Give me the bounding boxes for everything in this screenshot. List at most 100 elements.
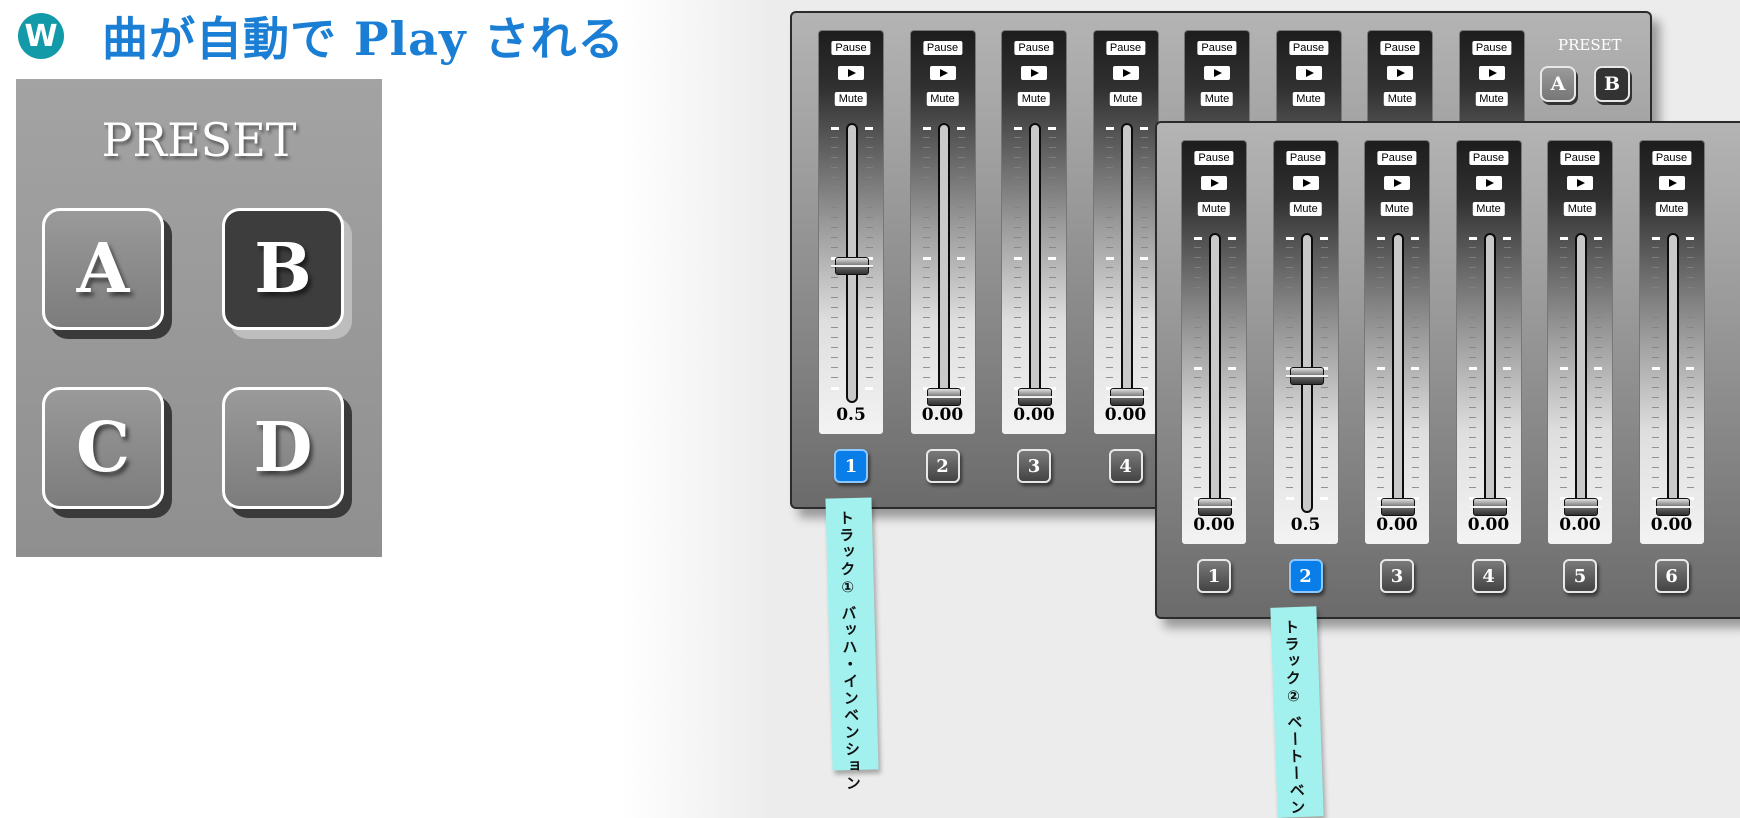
mute-button[interactable]: Mute [1563, 202, 1597, 216]
fader-scale [1468, 237, 1511, 507]
play-icon[interactable] [838, 66, 864, 80]
header: W 曲が自動で Play される [18, 8, 625, 66]
play-icon[interactable] [1478, 66, 1505, 80]
front-track-select-button-3[interactable]: 3 [1380, 559, 1414, 593]
mute-button[interactable]: Mute [834, 92, 868, 106]
fader-knob[interactable] [1468, 498, 1511, 516]
logo-icon: W [18, 13, 64, 59]
preset-b-button[interactable]: B [222, 208, 344, 330]
preset-panel: PRESET A B C D [16, 79, 382, 557]
play-icon[interactable] [1292, 176, 1319, 190]
back-track-select-button-4[interactable]: 4 [1108, 449, 1143, 483]
mute-button[interactable]: Mute [1292, 92, 1325, 106]
play-icon[interactable] [1204, 66, 1230, 80]
back-track-select-button-3[interactable]: 3 [1017, 449, 1051, 483]
mute-button[interactable]: Mute [1017, 92, 1051, 106]
front-track-select-button-5[interactable]: 5 [1563, 559, 1597, 593]
pause-button[interactable]: Pause [1285, 151, 1326, 165]
fader-value: 0.00 [1013, 405, 1055, 425]
preset-d-button[interactable]: D [222, 387, 344, 509]
fader-value: 0.00 [1650, 515, 1693, 535]
pause-button[interactable]: Pause [1288, 41, 1329, 55]
play-icon[interactable] [1475, 176, 1502, 190]
fader-knob[interactable] [1194, 498, 1236, 516]
play-icon[interactable] [1295, 66, 1322, 80]
back-track-select-button-1[interactable]: 1 [834, 449, 868, 483]
mute-button[interactable]: Mute [1475, 92, 1508, 106]
mute-button[interactable]: Mute [1289, 202, 1322, 216]
fader-track [1029, 123, 1041, 403]
fader-knob[interactable] [1651, 498, 1694, 516]
mute-button[interactable]: Mute [1383, 92, 1417, 106]
play-icon[interactable] [1567, 176, 1593, 190]
mute-button[interactable]: Mute [1380, 202, 1414, 216]
fader-scale [1377, 237, 1419, 507]
mute-button[interactable]: Mute [1655, 202, 1688, 216]
pause-button[interactable]: Pause [1105, 41, 1146, 55]
play-icon[interactable] [1201, 176, 1227, 190]
fader-knob[interactable] [1377, 498, 1419, 516]
play-icon[interactable] [1021, 66, 1047, 80]
fader-knob[interactable] [1285, 367, 1328, 385]
pause-button[interactable]: Pause [1377, 151, 1417, 165]
front-track-select-button-2[interactable]: 2 [1288, 559, 1323, 593]
mini-preset-a-button[interactable]: A [1540, 66, 1576, 102]
fader-track [937, 123, 950, 403]
fader-knob[interactable] [1014, 388, 1056, 406]
mute-button[interactable]: Mute [1109, 92, 1142, 106]
fader-knob[interactable] [831, 257, 873, 275]
page-title: 曲が自動で Play される [102, 12, 625, 66]
preset-a-button[interactable]: A [42, 208, 164, 330]
fader-scale [831, 127, 873, 397]
pause-button[interactable]: Pause [922, 41, 963, 55]
fader-scale [1651, 237, 1694, 507]
pause-button[interactable]: Pause [1651, 151, 1692, 165]
track-note-2-text: トラック② ベートーベン [1281, 618, 1307, 817]
play-icon[interactable] [1384, 176, 1410, 190]
fader-track [1209, 233, 1221, 513]
play-icon[interactable] [1387, 66, 1413, 80]
front-track-select-button-6[interactable]: 6 [1654, 559, 1689, 593]
preset-title: PRESET [101, 113, 297, 167]
fader-track [1483, 233, 1496, 513]
fader-value: 0.5 [836, 405, 866, 425]
fader-track [1392, 233, 1404, 513]
fader-knob[interactable] [922, 388, 965, 406]
preset-c-button[interactable]: C [42, 387, 164, 509]
fader-value: 0.5 [1290, 515, 1321, 535]
pause-button[interactable]: Pause [1468, 151, 1509, 165]
pause-button[interactable]: Pause [1471, 41, 1512, 55]
mini-preset-b-button[interactable]: B [1594, 66, 1630, 102]
fader-knob[interactable] [1560, 498, 1602, 516]
front-track-select-button-4[interactable]: 4 [1471, 559, 1506, 593]
pause-button[interactable]: Pause [1380, 41, 1420, 55]
track-note-1: トラック① バッハ・インベンション [825, 497, 879, 792]
pause-button[interactable]: Pause [831, 41, 871, 55]
mute-button[interactable]: Mute [926, 92, 959, 106]
play-icon[interactable] [1658, 176, 1685, 190]
mute-button[interactable]: Mute [1200, 92, 1234, 106]
fader-value: 0.00 [1193, 515, 1235, 535]
pause-button[interactable]: Pause [1194, 151, 1234, 165]
fader-value: 0.00 [1104, 405, 1147, 425]
mute-button[interactable]: Mute [1197, 202, 1231, 216]
fader-value: 0.00 [1376, 515, 1418, 535]
play-icon[interactable] [929, 66, 956, 80]
pause-button[interactable]: Pause [1560, 151, 1600, 165]
pause-button[interactable]: Pause [1014, 41, 1054, 55]
fader-scale [1105, 127, 1148, 397]
fader-track [1666, 233, 1679, 513]
back-track-select-button-2[interactable]: 2 [925, 449, 960, 483]
front-track-select-button-1[interactable]: 1 [1197, 559, 1231, 593]
track-note-2: トラック② ベートーベン [1270, 606, 1324, 818]
play-icon[interactable] [1112, 66, 1139, 80]
fader-track [1575, 233, 1587, 513]
fader-knob[interactable] [1105, 388, 1148, 406]
mute-button[interactable]: Mute [1472, 202, 1505, 216]
pause-button[interactable]: Pause [1197, 41, 1237, 55]
fader-track [1120, 123, 1133, 403]
